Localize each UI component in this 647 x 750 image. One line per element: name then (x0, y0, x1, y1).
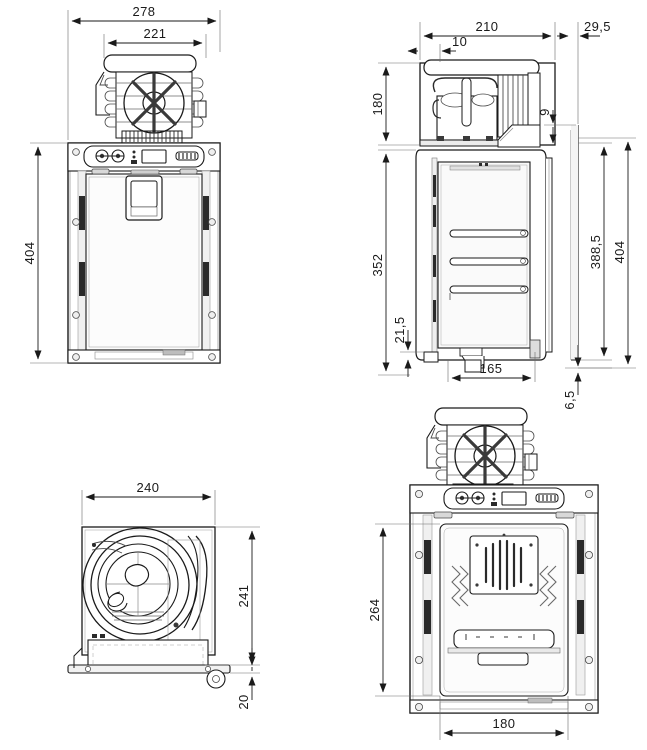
dimension-240: 240 (81, 480, 216, 525)
front-cabinet-body (67, 142, 221, 364)
dimension-label-241: 241 (236, 585, 251, 608)
dimension-264: 264 (367, 523, 440, 697)
side-door-face (570, 125, 579, 361)
dimension-404-front: 404 (22, 142, 68, 364)
dimension-404-side: 404 (578, 137, 636, 369)
dimension-label-180-vertical: 180 (370, 93, 385, 116)
dimension-label-9: 9 (537, 108, 552, 116)
dimension-label-240: 240 (137, 480, 160, 495)
side-machine-compartment (419, 59, 556, 148)
dimension-180-vertical: 180 (370, 62, 420, 146)
top-plan-view: 240 241 20 (67, 480, 260, 710)
dimension-278: 278 (67, 4, 221, 140)
front-control-panel (83, 145, 205, 168)
side-section-view: 210 10 29,5 180 9 (370, 19, 636, 410)
side-cabinet (415, 149, 553, 373)
dimension-label-278: 278 (133, 4, 156, 19)
dimension-9: 9 (537, 108, 576, 144)
dimension-label-21-5: 21,5 (392, 317, 407, 344)
dimension-6-5: 6,5 (562, 345, 612, 410)
front-view: 278 221 404 (22, 4, 221, 364)
dimension-label-10: 10 (452, 34, 467, 49)
dimension-label-404-side: 404 (612, 241, 627, 264)
rear-view: 264 180 (367, 406, 599, 740)
dimension-221: 221 (103, 26, 207, 58)
dimension-label-165: 165 (480, 361, 503, 376)
dimension-label-221: 221 (144, 26, 167, 41)
dimension-label-210: 210 (476, 19, 499, 34)
dimension-29-5: 29,5 (557, 19, 611, 124)
front-condenser-fan-assembly (94, 53, 208, 145)
rear-control-panel (443, 487, 565, 510)
dimension-label-352: 352 (370, 254, 385, 277)
dimension-180-horizontal: 180 (439, 696, 569, 740)
dimension-label-20: 20 (236, 694, 251, 709)
rear-cabinet-body (409, 484, 599, 714)
dimension-label-388-5: 388,5 (588, 235, 603, 270)
dimension-label-404-front: 404 (22, 242, 37, 265)
dimension-352: 352 (370, 149, 416, 376)
top-plan-body (67, 526, 231, 689)
dimension-165: 165 (447, 352, 536, 382)
dimension-label-29-5: 29,5 (584, 19, 611, 34)
rear-condenser-fan-assembly (425, 406, 539, 498)
dimension-21-5: 21,5 (392, 317, 424, 377)
dimension-388-5: 388,5 (578, 142, 612, 361)
dimension-label-264: 264 (367, 599, 382, 622)
dimension-20: 20 (230, 648, 260, 710)
dimension-label-6-5: 6,5 (562, 390, 577, 409)
dimension-10: 10 (407, 34, 467, 62)
dimension-label-180-horizontal: 180 (493, 716, 516, 731)
dimension-210: 210 (419, 19, 556, 60)
